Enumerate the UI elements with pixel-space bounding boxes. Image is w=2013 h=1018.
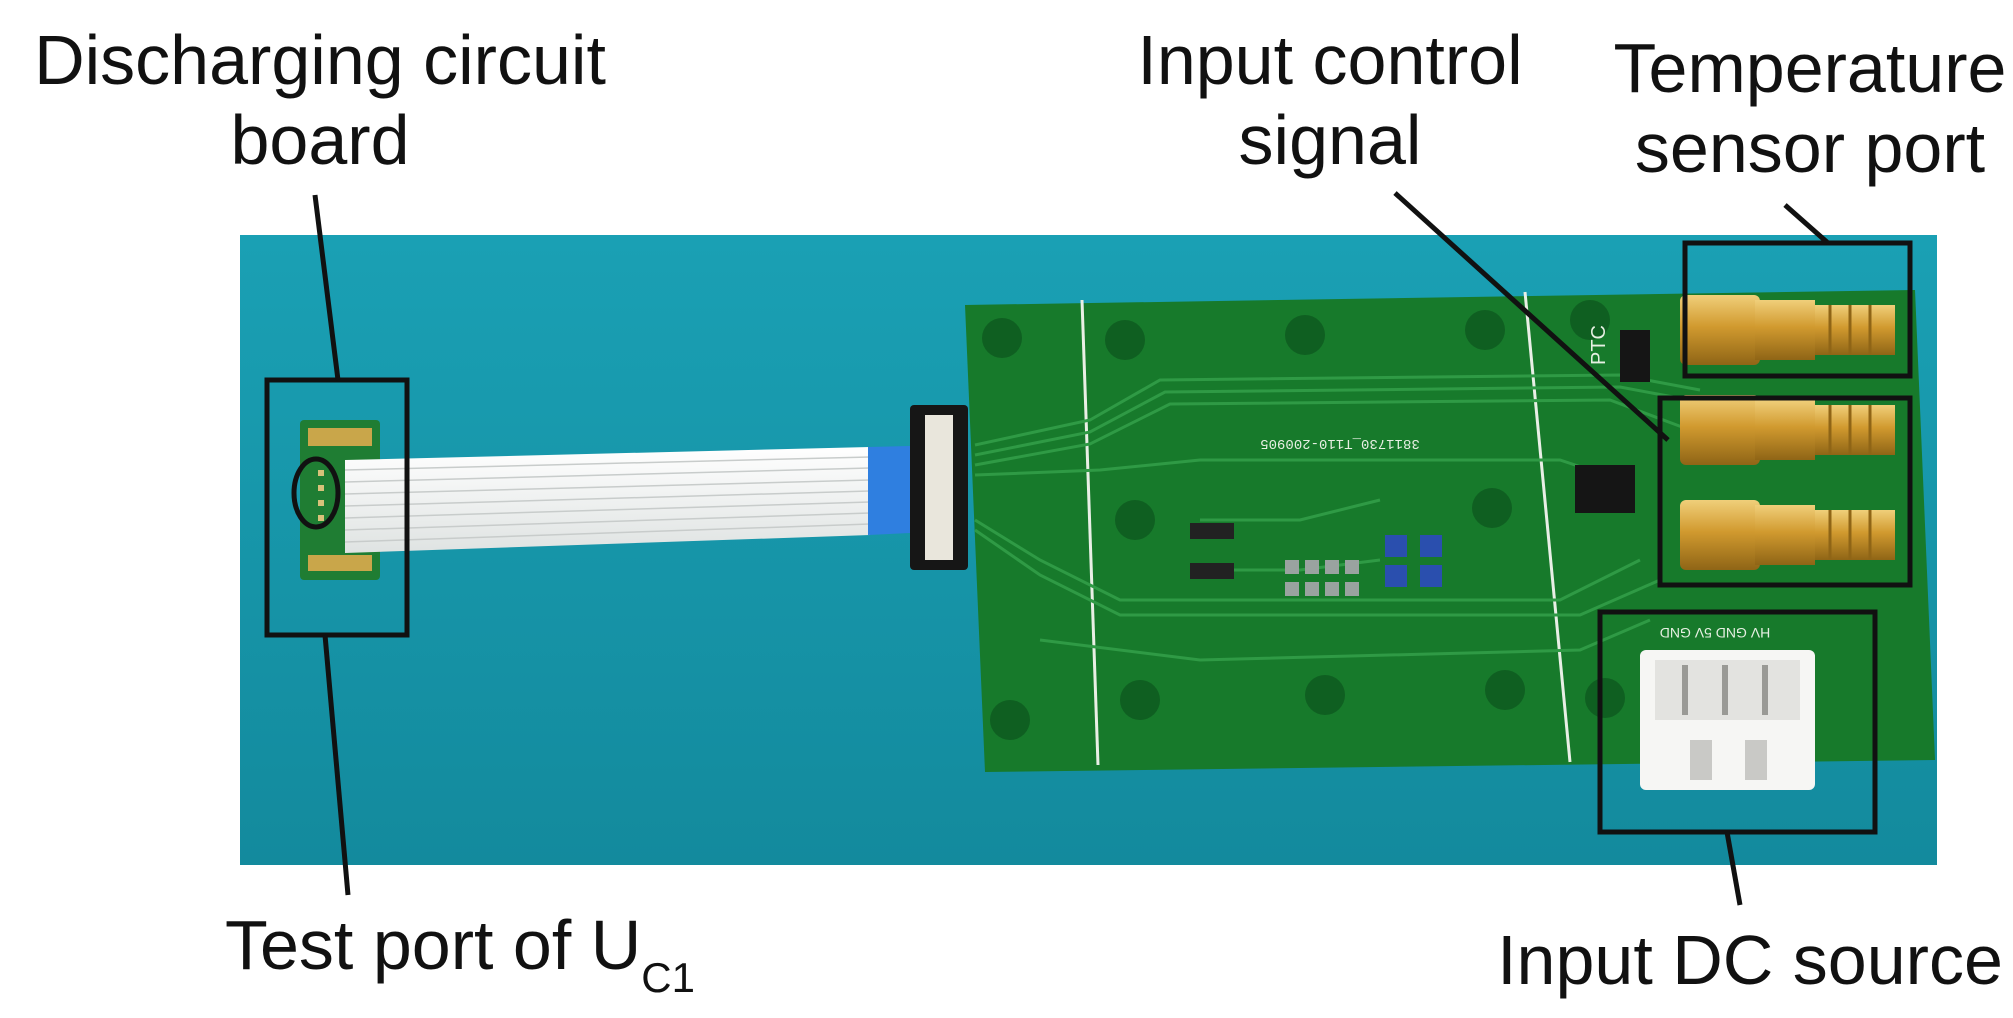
sma-connector-control-2 bbox=[1680, 500, 1895, 570]
pcb-ptc-label: PTC bbox=[1588, 325, 1610, 365]
dc-power-connector: HV GND 5V GND bbox=[1640, 625, 1815, 790]
pcb-part-number: 3811730_T110-200905 bbox=[1260, 435, 1420, 451]
label-temperature-line2: sensor port bbox=[1634, 109, 1986, 187]
connector-pin-labels: HV GND 5V GND bbox=[1660, 625, 1770, 641]
label-test-port-text: Test port of U bbox=[225, 906, 642, 984]
leader-input-control bbox=[1393, 191, 1670, 442]
frame-input-dc bbox=[1597, 609, 1878, 835]
leader-input-dc bbox=[1724, 831, 1743, 906]
ribbon-cable bbox=[344, 446, 910, 553]
label-input-dc-source: Input DC source bbox=[1495, 920, 2005, 1000]
label-input-dc-text: Input DC source bbox=[1497, 921, 2003, 999]
label-discharging-line2: board bbox=[230, 101, 410, 179]
label-input-control-line1: Input control bbox=[1137, 21, 1523, 99]
leader-test-port bbox=[322, 634, 351, 896]
leader-temperature bbox=[1783, 203, 1830, 245]
smd-components bbox=[1190, 523, 1442, 596]
leader-lines bbox=[312, 191, 1830, 906]
label-discharging-circuit-board: Discharging circuit board bbox=[20, 20, 620, 180]
frame-temperature-port bbox=[1682, 240, 1913, 379]
label-test-port-subscript: C1 bbox=[641, 954, 695, 1002]
test-port-ellipse bbox=[291, 456, 341, 530]
annotation-frames bbox=[264, 240, 1913, 835]
label-input-control-line2: signal bbox=[1238, 101, 1422, 179]
leader-discharging bbox=[312, 194, 341, 381]
label-discharging-line1: Discharging circuit bbox=[34, 21, 606, 99]
sma-connector-control-1 bbox=[1680, 395, 1895, 465]
label-temperature-line1: Temperature bbox=[1613, 29, 2007, 107]
sma-connector-temperature bbox=[1680, 295, 1895, 365]
label-test-port: Test port of UC1 bbox=[225, 905, 695, 1018]
frame-input-control bbox=[1657, 395, 1913, 588]
label-temperature-sensor-port: Temperature sensor port bbox=[1610, 28, 2010, 188]
label-input-control-signal: Input control signal bbox=[1130, 20, 1530, 180]
